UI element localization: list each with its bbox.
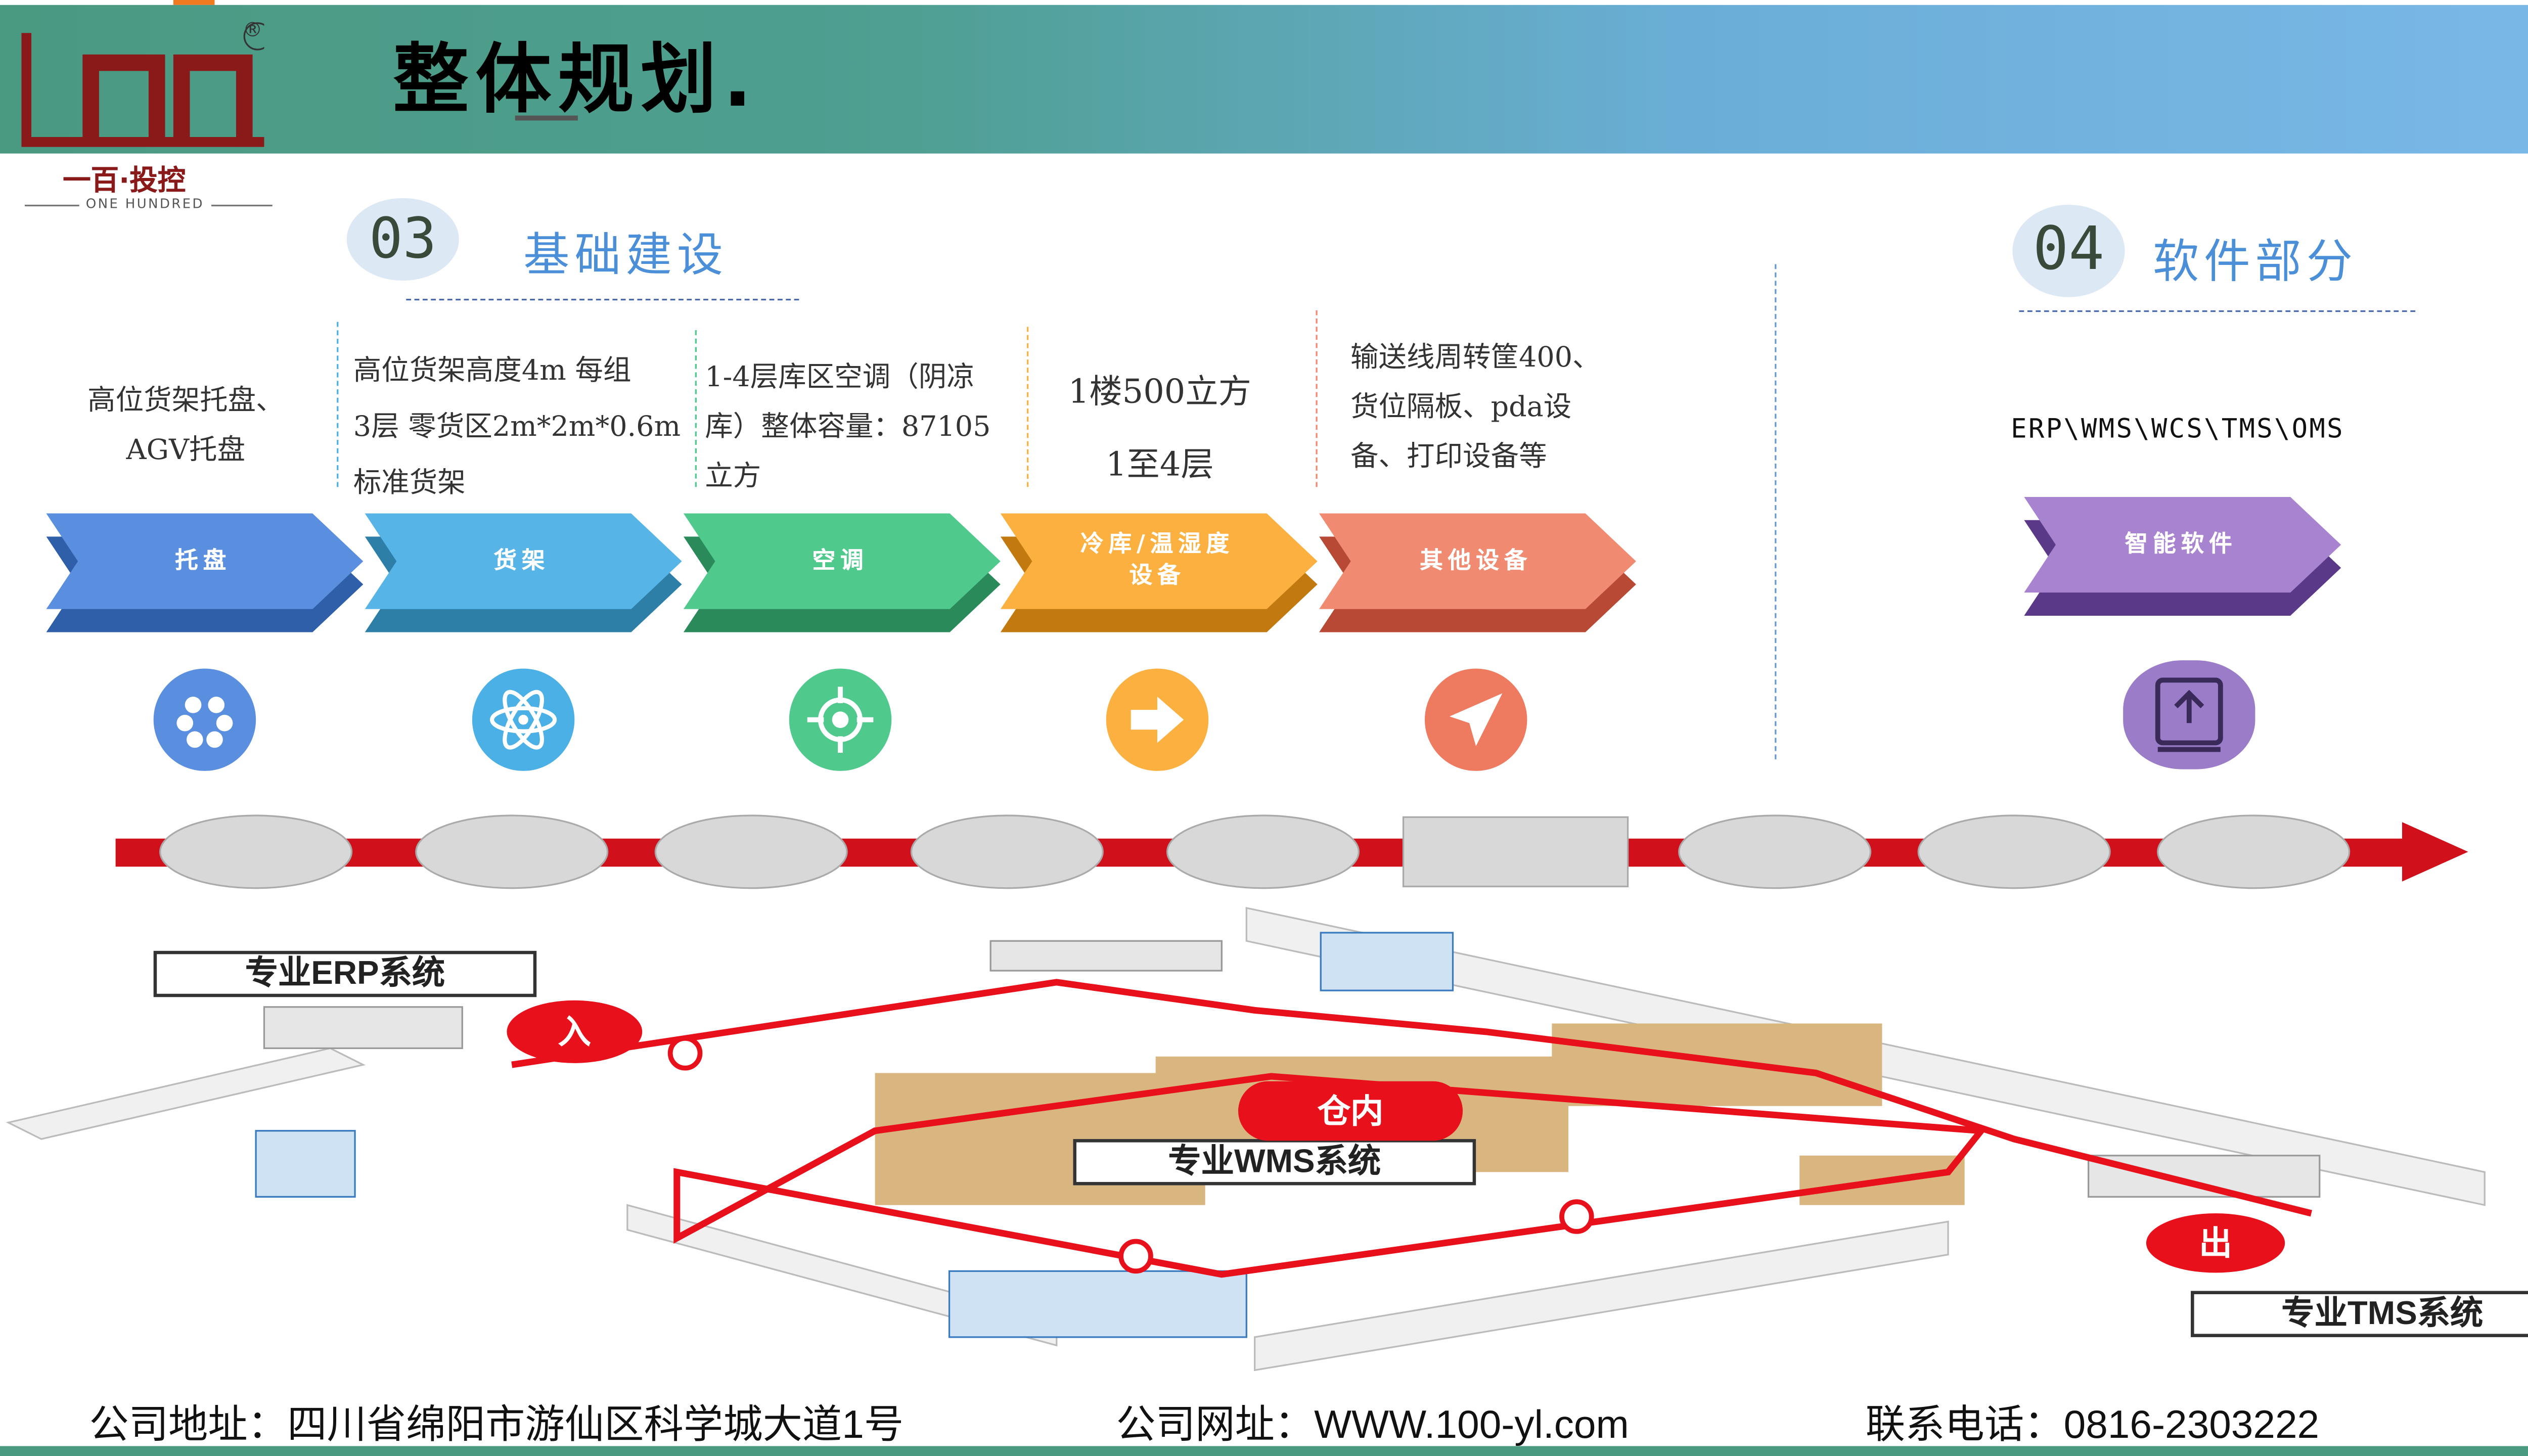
chevron-label-line: 设备 xyxy=(1129,563,1186,589)
arrow-right-icon xyxy=(1106,668,1209,771)
desc-line: 3层 零货区2m*2m*0.6m xyxy=(353,411,681,444)
section-divider xyxy=(1775,264,1777,760)
chevron-shelf: 货架 xyxy=(365,513,682,632)
footer-address: 公司地址：四川省绵阳市游仙区科学城大道1号 xyxy=(89,1403,904,1448)
desc-line: 高位货架高度4m 每组 xyxy=(353,355,631,388)
logo-cn-name: 一百·投控 xyxy=(63,165,186,198)
desc-line: 货位隔板、pda设 xyxy=(1350,391,1572,425)
software-desc: ERP\WMS\WCS\TMS\OMS xyxy=(2011,413,2344,444)
desc-line: AGV托盘 xyxy=(126,434,246,468)
section-04-arrow-line xyxy=(2019,310,2416,312)
desc-line: 库）整体容量：87105 xyxy=(705,411,991,444)
desc-line: 输送线周转筐400、 xyxy=(1350,341,1601,375)
tms-system-label: 专业TMS系统 xyxy=(2191,1291,2528,1337)
chevron-cold-storage: 冷库/温湿度设备 xyxy=(1000,513,1318,632)
logo-mark-icon xyxy=(21,22,281,147)
section-03-arrow-line xyxy=(406,299,799,301)
wms-system-label: 专业WMS系统 xyxy=(1073,1139,1476,1186)
desc-line: 标准货架 xyxy=(353,467,466,500)
footer-phone: 联系电话：0816-2303222 xyxy=(1865,1403,2320,1448)
chevron-label: 托盘 xyxy=(175,547,232,574)
desc-line: 1至4层 xyxy=(1105,444,1214,484)
warehouse-diagram xyxy=(6,906,2486,1372)
page-title: 整体规划. xyxy=(393,34,759,124)
logo-en-name: ONE HUNDRED xyxy=(79,196,211,211)
desc-other: 输送线周转筐400、 货位隔板、pda设 备、打印设备等 xyxy=(1350,334,1631,482)
desc-line: 立方 xyxy=(705,461,761,494)
company-logo: ® xyxy=(17,13,281,154)
chevron-smart-software: 智能软件 xyxy=(2024,496,2341,616)
chevron-label: 其他设备 xyxy=(1420,547,1532,574)
target-icon xyxy=(789,668,892,771)
chevron-label: 冷库/温湿度设备 xyxy=(1033,514,1281,609)
desc-aircon: 1-4层库区空调（阴凉 库）整体容量：87105 立方 xyxy=(705,353,1027,502)
accent-bar xyxy=(173,0,215,5)
desc-line: 高位货架托盘、 xyxy=(87,384,284,418)
section-04-number: 04 xyxy=(2012,204,2125,297)
desc-line: 1-4层库区空调（阴凉 xyxy=(705,361,975,395)
desc-line: 1楼500立方 xyxy=(1068,371,1251,412)
desc-line: 备、打印设备等 xyxy=(1350,440,1547,474)
chevron-label: 空调 xyxy=(812,547,869,574)
chevron-label-line: 冷库/温湿度 xyxy=(1080,531,1235,558)
atom-icon xyxy=(472,668,575,771)
process-timeline xyxy=(115,814,2468,889)
in-warehouse-badge: 仓内 xyxy=(1238,1081,1463,1141)
desc-cold: 1楼500立方 1至4层 xyxy=(1040,355,1279,500)
section-03-number: 03 xyxy=(346,198,459,281)
chevron-aircon: 空调 xyxy=(683,513,1001,632)
upload-icon xyxy=(2123,660,2255,769)
erp-system-label: 专业ERP系统 xyxy=(153,950,537,997)
desc-divider xyxy=(1027,327,1029,487)
title-underline xyxy=(515,115,578,121)
dots-icon xyxy=(153,668,256,771)
outbound-badge: 出 xyxy=(2146,1213,2285,1273)
inbound-badge: 入 xyxy=(507,1000,643,1063)
desc-divider xyxy=(1316,310,1318,487)
chevron-label: 货架 xyxy=(493,547,550,574)
send-icon xyxy=(1424,668,1527,771)
footer-website[interactable]: 公司网址：WWW.100-yl.com xyxy=(1116,1403,1629,1448)
section-04-title: 软件部分 xyxy=(2152,234,2358,289)
chevron-pallet: 托盘 xyxy=(46,513,364,632)
desc-divider xyxy=(695,330,697,487)
section-03-title: 基础建设 xyxy=(523,228,729,283)
header-banner xyxy=(0,5,2528,154)
chevron-other-equipment: 其他设备 xyxy=(1319,513,1636,632)
footer-bar xyxy=(0,1446,2528,1456)
chevron-label: 智能软件 xyxy=(2125,530,2237,558)
desc-divider xyxy=(337,322,339,487)
desc-shelf: 高位货架高度4m 每组 3层 零货区2m*2m*0.6m 标准货架 xyxy=(353,343,692,512)
desc-pallet: 高位货架托盘、 AGV托盘 xyxy=(50,376,322,475)
